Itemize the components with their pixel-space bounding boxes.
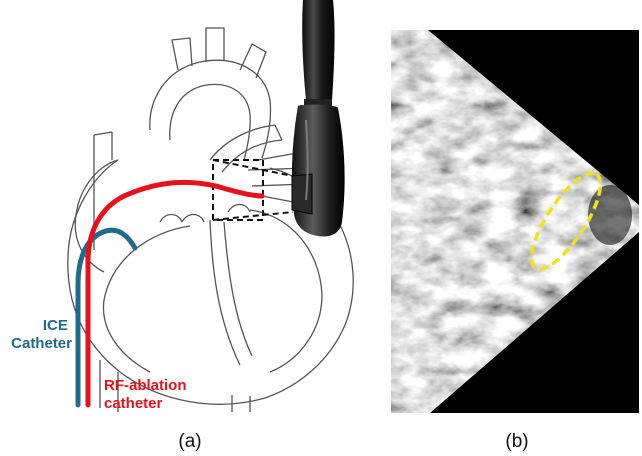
panel-b-ultrasound: (b) <box>391 30 639 452</box>
panel-b-caption: (b) <box>505 431 528 452</box>
panel-a-heart-diagram: ICE Catheter RF-ablation catheter (a) <box>11 0 353 452</box>
ice-label-line1: ICE <box>43 317 68 334</box>
ice-label-line2: Catheter <box>11 335 72 352</box>
ice-catheter-label: ICE Catheter <box>11 317 72 352</box>
rf-ablation-catheter-line <box>88 182 262 405</box>
ultrasound-dark-region <box>588 185 632 245</box>
panel-a-caption: (a) <box>178 431 201 452</box>
rf-label-line1: RF-ablation <box>104 377 187 394</box>
rf-catheter-label: RF-ablation catheter <box>104 377 191 412</box>
ice-probe-image <box>292 0 345 236</box>
rf-label-line2: catheter <box>104 395 163 412</box>
